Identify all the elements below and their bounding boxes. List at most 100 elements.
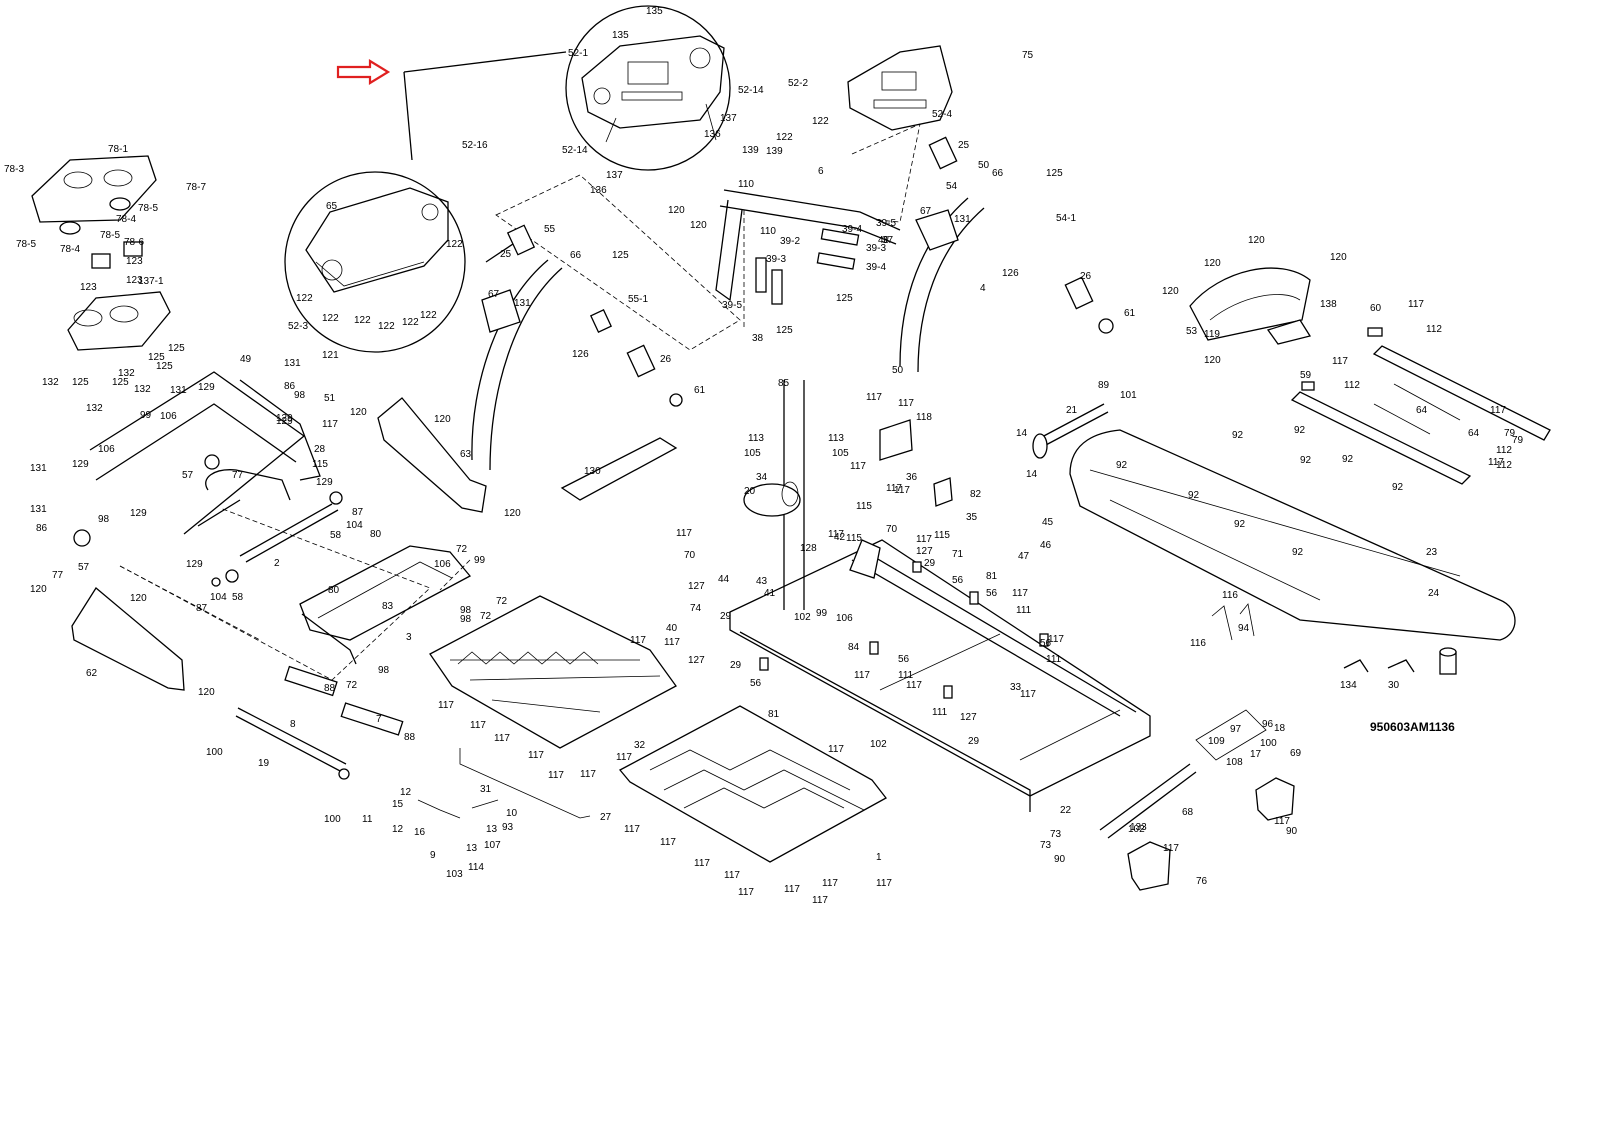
part-label-117: 117	[854, 670, 870, 681]
part-label-39-3: 39-3	[766, 254, 786, 265]
part-label-125: 125	[72, 377, 89, 388]
part-label-129: 129	[186, 559, 203, 570]
part-label-14: 14	[1026, 469, 1038, 480]
part-label-126: 126	[1002, 268, 1019, 279]
part-label-103: 103	[446, 869, 463, 880]
part-label-92: 92	[1116, 460, 1128, 471]
part-label-117: 117	[528, 750, 544, 761]
part-label-109: 109	[1208, 736, 1225, 747]
part-label-131: 131	[30, 463, 47, 474]
part-label-29: 29	[730, 660, 742, 671]
part-label-72: 72	[346, 680, 358, 691]
part-label-38: 38	[752, 333, 764, 344]
part-label-129: 129	[198, 382, 215, 393]
part-label-127: 127	[688, 581, 705, 592]
part-label-92: 92	[1300, 455, 1312, 466]
part-label-100: 100	[324, 814, 341, 825]
part-label-78-5: 78-5	[100, 230, 120, 241]
part-label-122: 122	[322, 313, 339, 324]
part-label-72: 72	[456, 544, 468, 555]
part-label-39-5: 39-5	[722, 300, 742, 311]
part-label-131: 131	[954, 214, 971, 225]
part-label-99: 99	[474, 555, 486, 566]
part-label-115: 115	[846, 533, 862, 544]
part-label-14: 14	[1016, 428, 1028, 439]
part-label-97: 97	[1230, 724, 1242, 735]
part-label-71: 71	[952, 549, 964, 560]
part-label-52-2: 52-2	[788, 78, 808, 89]
part-label-31: 31	[480, 784, 492, 795]
part-label-52-1: 52-1	[568, 48, 588, 59]
part-label-90: 90	[1054, 854, 1066, 865]
part-label-29: 29	[720, 611, 732, 622]
part-label-36: 36	[906, 472, 918, 483]
part-label-117: 117	[1274, 816, 1290, 827]
part-label-2: 2	[274, 558, 280, 569]
part-label-98: 98	[294, 390, 306, 401]
part-label-125: 125	[148, 352, 165, 363]
part-label-66: 66	[570, 250, 582, 261]
part-label-121: 121	[322, 350, 339, 361]
part-label-11: 11	[362, 814, 373, 825]
part-label-70: 70	[886, 524, 898, 535]
part-label-75: 75	[1022, 50, 1034, 61]
part-label-117: 117	[1332, 356, 1348, 367]
part-label-131: 131	[284, 358, 301, 369]
part-label-66: 66	[992, 168, 1004, 179]
part-label-132: 132	[86, 403, 103, 414]
part-label-65: 65	[326, 201, 338, 212]
part-label-63: 63	[460, 449, 472, 460]
part-label-98: 98	[378, 665, 390, 676]
part-label-100: 100	[206, 747, 223, 758]
part-label-132: 132	[118, 368, 135, 379]
part-label-78-7: 78-7	[186, 182, 206, 193]
part-label-10: 10	[506, 808, 518, 819]
part-label-78-5: 78-5	[16, 239, 36, 250]
part-label-29: 29	[968, 736, 980, 747]
part-label-127: 127	[916, 546, 933, 557]
part-label-25: 25	[500, 249, 512, 260]
part-label-122: 122	[812, 116, 829, 127]
part-label-89: 89	[1098, 380, 1110, 391]
part-label-30: 30	[1388, 680, 1400, 691]
part-label-127: 127	[688, 655, 705, 666]
part-label-51: 51	[324, 393, 336, 404]
part-label-135: 135	[646, 6, 663, 17]
part-label-42: 42	[834, 532, 846, 543]
part-label-117: 117	[664, 637, 680, 648]
part-label-23: 23	[1426, 547, 1438, 558]
part-label-129: 129	[276, 413, 293, 424]
part-label-80: 80	[328, 585, 340, 596]
part-label-99: 99	[816, 608, 828, 619]
part-label-122: 122	[296, 293, 313, 304]
part-label-120: 120	[434, 414, 451, 425]
part-label-131: 131	[170, 385, 187, 396]
part-label-69: 69	[1290, 748, 1302, 759]
part-label-119: 119	[1204, 329, 1220, 340]
part-label-125: 125	[612, 250, 629, 261]
part-label-123: 123	[126, 275, 143, 286]
part-label-98: 98	[460, 605, 472, 616]
part-label-61: 61	[1124, 308, 1136, 319]
part-label-55: 55	[544, 224, 556, 235]
part-label-17: 17	[1250, 749, 1262, 760]
part-label-64: 64	[1416, 405, 1428, 416]
part-label-108: 108	[1226, 757, 1243, 768]
part-label-115: 115	[312, 459, 328, 470]
part-label-26: 26	[660, 354, 672, 365]
part-label-137-1: 137-1	[138, 276, 164, 287]
part-label-56: 56	[898, 654, 910, 665]
part-label-58: 58	[330, 530, 342, 541]
part-label-127: 127	[960, 712, 977, 723]
part-label-117: 117	[660, 837, 676, 848]
part-label-125: 125	[168, 343, 185, 354]
part-label-122: 122	[354, 315, 371, 326]
part-label-44: 44	[718, 574, 730, 585]
part-label-129: 129	[276, 416, 293, 427]
part-label-87: 87	[196, 603, 208, 614]
part-label-120: 120	[30, 584, 47, 595]
part-label-120: 120	[668, 205, 685, 216]
part-label-117: 117	[822, 878, 838, 889]
part-label-131: 131	[30, 504, 47, 515]
part-label-117: 117	[828, 529, 844, 540]
